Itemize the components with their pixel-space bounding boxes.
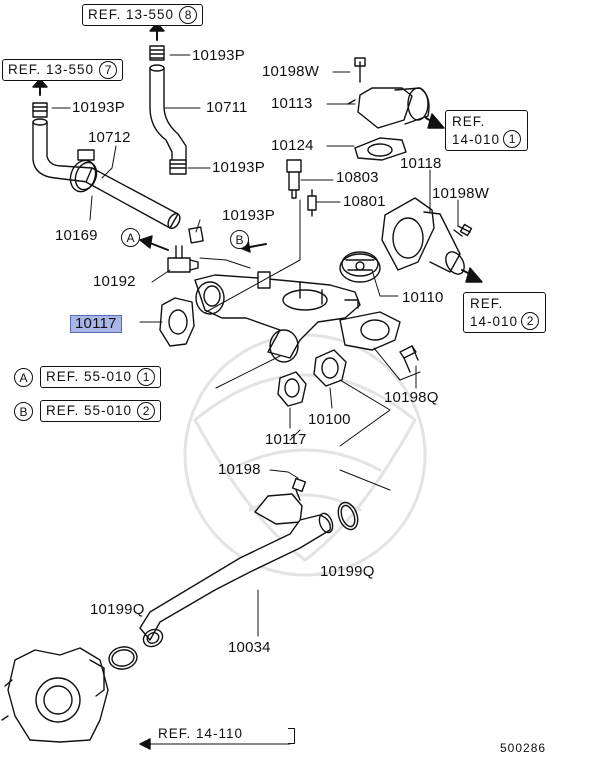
hose-10712 — [32, 102, 181, 230]
ref-line1: REF. — [470, 296, 504, 311]
part-label-10124: 10124 — [271, 137, 314, 154]
outlet-10118 — [381, 197, 465, 275]
ref-text: REF. 13-550 — [8, 62, 95, 77]
ref-14-110-bracket — [288, 728, 295, 744]
hose-10711 — [149, 45, 187, 163]
part-label-10198: 10198 — [218, 461, 261, 478]
clamp-10193P-low — [188, 226, 204, 244]
nipple-10192 — [167, 245, 199, 273]
part-label-10712: 10712 — [88, 129, 131, 146]
ref-text: REF. 13-550 — [88, 7, 175, 22]
o-ring-10199Q-left — [108, 646, 138, 670]
part-label-10199Q: 10199Q — [90, 601, 145, 618]
part-label-10198W: 10198W — [262, 63, 320, 80]
ref-line2: 14-010 — [470, 313, 519, 329]
arrow-letter-a: A — [121, 228, 140, 247]
part-label-10198W: 10198W — [432, 185, 490, 202]
thermostat-10110 — [339, 251, 381, 283]
water-pipe-10034 — [139, 493, 334, 648]
ref-num-circle: 1 — [137, 368, 156, 386]
gasket-10124 — [354, 137, 407, 161]
gasket-10100-right — [313, 349, 347, 387]
clamp-10169 — [69, 149, 98, 193]
ref-55-010-1: REF. 55-010 1 — [40, 366, 162, 388]
part-label-10117-highlighted[interactable]: 10117 — [70, 315, 122, 333]
ref-line2: 14-010 — [452, 131, 501, 147]
ref-num-circle: 2 — [137, 402, 156, 420]
ref-text: REF. 14-110 — [158, 726, 244, 741]
part-label-10198Q: 10198Q — [384, 389, 439, 406]
ref-14-010-1: REF. 14-010 1 — [445, 110, 529, 151]
gasket-10117-bottom — [277, 371, 307, 407]
sensor-10801 — [307, 189, 317, 217]
ref-line1: REF. — [452, 114, 486, 129]
part-label-10034: 10034 — [228, 639, 271, 656]
sensor-10803 — [286, 159, 302, 199]
part-label-10113: 10113 — [271, 95, 313, 112]
gasket-10117-left — [159, 297, 195, 347]
water-pump — [1, 647, 109, 743]
ref-text: REF. 55-010 — [46, 403, 133, 418]
o-ring-10199Q-right — [337, 501, 359, 531]
ref-num-circle: 7 — [99, 61, 118, 79]
ref-14-110: REF. 14-110 — [158, 726, 243, 742]
part-label-10193P: 10193P — [192, 47, 245, 64]
ref-13-550-8: REF. 13-550 8 — [82, 4, 204, 26]
bolt-10198Q — [399, 345, 419, 373]
part-label-10100: 10100 — [308, 411, 351, 428]
bolt-10198W — [453, 223, 473, 237]
part-label-10193P: 10193P — [212, 159, 265, 176]
part-label-10193P: 10193P — [222, 207, 275, 224]
part-label-10711: 10711 — [206, 99, 248, 116]
part-label-10110: 10110 — [402, 289, 444, 306]
part-label-10117: 10117 — [265, 431, 307, 448]
legend-letter-a: A — [14, 368, 33, 387]
ref-13-550-7: REF. 13-550 7 — [2, 59, 124, 81]
part-label-10803: 10803 — [336, 169, 379, 186]
ref-num-circle: 8 — [179, 6, 198, 24]
ref-14-010-2: REF. 14-010 2 — [463, 292, 547, 333]
diagram-code: 500286 — [500, 741, 547, 755]
part-label-10199Q: 10199Q — [320, 563, 375, 580]
bolt-10198 — [269, 469, 307, 501]
part-label-10192: 10192 — [93, 273, 136, 290]
arrow-up-ref-8 — [149, 22, 165, 41]
arrow-letter-b: B — [230, 230, 249, 249]
legend-letter-b: B — [14, 402, 33, 421]
clamp-10193P-mid — [169, 159, 187, 175]
part-label-10118: 10118 — [400, 155, 442, 172]
part-label-10801: 10801 — [343, 193, 386, 210]
arrow-b — [249, 243, 267, 248]
arrow-up-ref-7 — [32, 78, 48, 96]
water-pipe-10100 — [194, 271, 401, 363]
ref-55-010-2: REF. 55-010 2 — [40, 400, 162, 422]
ref-num-circle: 1 — [503, 130, 522, 148]
part-label-10169: 10169 — [55, 227, 98, 244]
housing-10113 — [347, 57, 430, 129]
ref-text: REF. 55-010 — [46, 369, 133, 384]
part-label-10193P: 10193P — [72, 99, 125, 116]
arrow-a — [149, 242, 169, 251]
ref-num-circle: 2 — [521, 312, 540, 330]
